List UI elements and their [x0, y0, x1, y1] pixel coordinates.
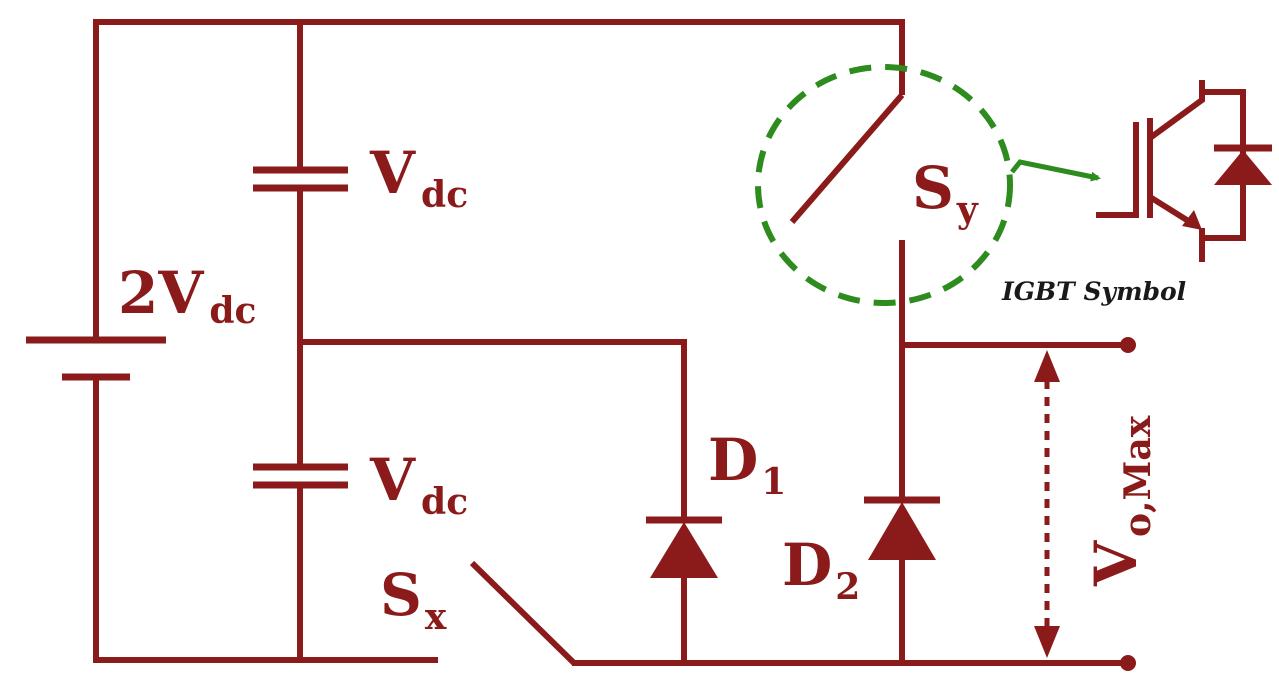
- top-wire: [93, 19, 905, 340]
- highlight-pointer-arrow: [1010, 159, 1101, 182]
- output-voltage-arrow: [1034, 350, 1060, 658]
- vo-arrow-down: [1034, 626, 1060, 658]
- label-cap-top-sub: dc: [421, 174, 468, 216]
- label-source-sub: dc: [209, 290, 256, 332]
- label-diode-d1-sub: 1: [761, 461, 786, 503]
- diode-d2: [864, 496, 940, 560]
- label-diode-d2: D2: [782, 531, 860, 608]
- capacitor-bottom: [253, 463, 348, 489]
- label-output-voltage: Vo,Max: [1082, 415, 1159, 587]
- d2-triangle: [868, 502, 936, 560]
- dc-source: [26, 336, 166, 381]
- igbt-collector: [1148, 80, 1205, 141]
- label-cap-bottom-sub: dc: [421, 481, 468, 523]
- label-switch-sy-main: S: [912, 154, 954, 222]
- igbt-symbol: [1096, 80, 1272, 262]
- label-source-main: 2V: [118, 259, 204, 327]
- label-diode-d2-main: D: [782, 531, 832, 599]
- label-switch-sx: Sx: [380, 561, 447, 638]
- label-output-voltage-sub: o,Max: [1117, 415, 1159, 537]
- wires: [93, 19, 1128, 666]
- igbt-diode-triangle: [1214, 150, 1272, 185]
- vo-arrow-up: [1034, 350, 1060, 382]
- label-cap-bottom-main: V: [369, 446, 416, 514]
- label-cap-top-main: V: [369, 139, 416, 207]
- capacitor-top: [253, 166, 348, 192]
- label-igbt-caption: IGBT Symbol: [1001, 277, 1186, 306]
- diode-d1: [646, 516, 722, 578]
- output-terminal-bottom: [1120, 655, 1136, 671]
- label-output-voltage-main: V: [1082, 540, 1150, 587]
- label-diode-d2-sub: 2: [835, 566, 860, 608]
- highlight-circle: [755, 64, 1013, 306]
- label-switch-sy: Sy: [912, 154, 979, 231]
- switch-sx: [469, 560, 577, 666]
- d1-triangle: [650, 522, 718, 578]
- label-switch-sx-sub: x: [425, 596, 447, 638]
- igbt-emitter-line: [1148, 194, 1192, 225]
- label-diode-d1: D1: [708, 426, 786, 503]
- igbt-emitter-arrow: [1182, 210, 1202, 230]
- midpoint-to-d1-wire: [300, 339, 687, 520]
- switch-sy: [789, 93, 905, 224]
- label-diode-d1-main: D: [708, 426, 758, 494]
- output-terminal-top: [1120, 337, 1136, 353]
- label-switch-sx-main: S: [380, 561, 422, 629]
- label-switch-sy-sub: y: [956, 189, 979, 231]
- igbt-gate: [1096, 122, 1139, 218]
